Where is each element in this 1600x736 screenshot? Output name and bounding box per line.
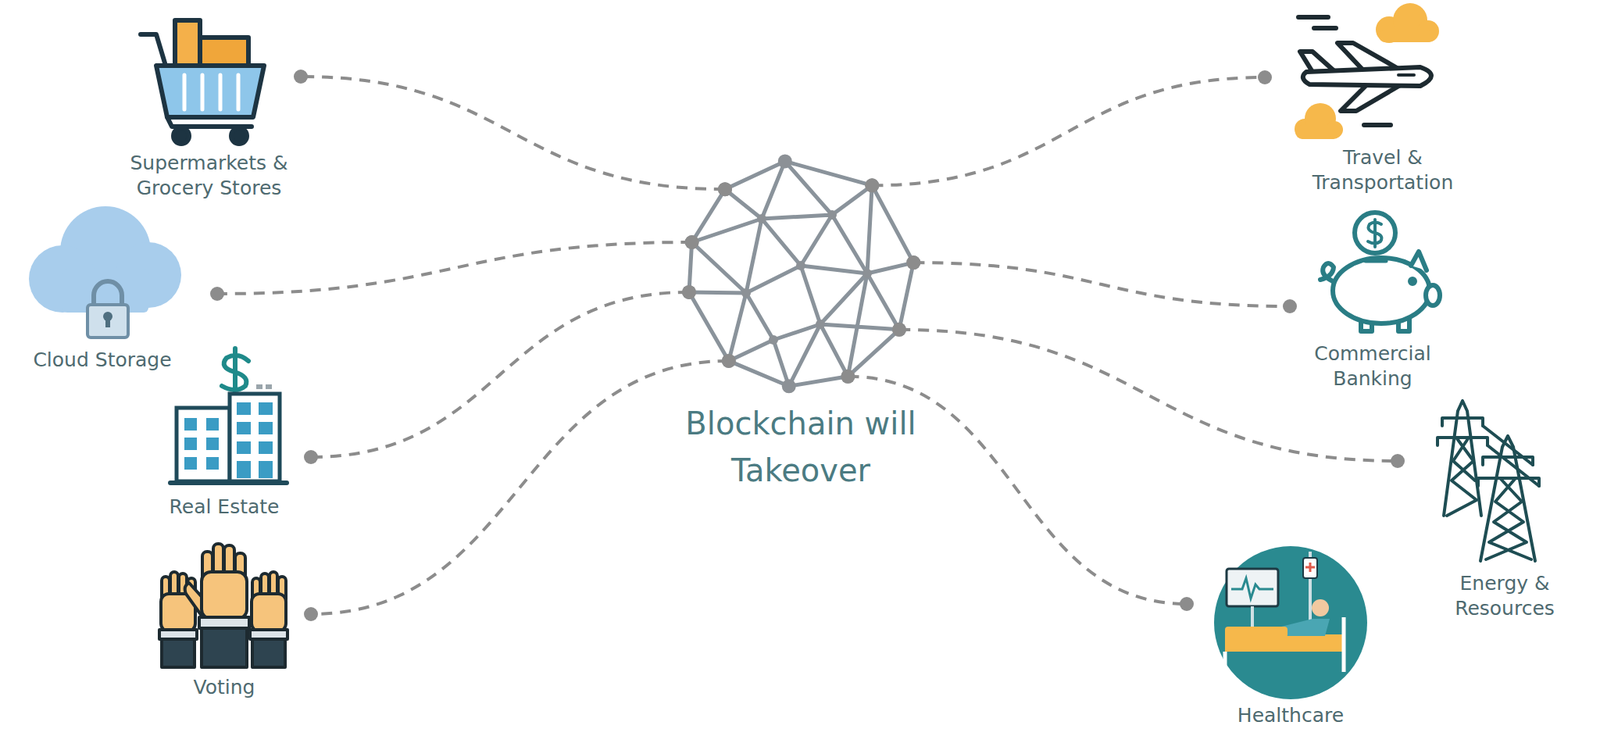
hub-title: Blockchain will Takeover	[667, 400, 934, 494]
endpoint-dot	[721, 353, 736, 368]
sector-node: Healthcare	[1186, 542, 1398, 733]
hub-node: Blockchain will Takeover	[683, 156, 918, 391]
sector-label: Supermarkets & Grocery Stores	[117, 150, 301, 201]
endpoint-dot	[1282, 299, 1297, 314]
airplane-icon	[1294, 3, 1440, 140]
endpoint-dot	[210, 286, 225, 301]
sector-label: Cloud Storage	[12, 347, 193, 373]
endpoint-dot	[1390, 453, 1405, 468]
endpoint-dot	[303, 607, 318, 622]
endpoint-dot	[303, 450, 318, 465]
sector-label: Energy & Resources	[1438, 571, 1572, 622]
endpoint-dot	[293, 69, 308, 84]
sector-label: Commercial Banking	[1294, 341, 1451, 392]
endpoint-dot	[682, 285, 697, 300]
endpoint-dot	[892, 322, 907, 337]
dashed-connector	[310, 292, 690, 458]
voting-hands-icon	[159, 543, 288, 668]
dashed-connector	[310, 360, 729, 615]
sector-node: Voting	[148, 537, 311, 705]
power-tower-icon	[1437, 400, 1540, 561]
sector-node: Cloud Storage	[11, 199, 218, 378]
endpoint-dot	[1257, 70, 1272, 85]
cloud-icon	[28, 206, 182, 338]
sector-label: Travel & Transportation	[1281, 145, 1485, 196]
endpoint-dot	[864, 178, 879, 193]
sector-node: Energy & Resources	[1397, 394, 1590, 626]
sector-node: Travel & Transportation	[1264, 11, 1500, 200]
endpoint-dot	[685, 235, 700, 250]
sector-node: Commercial Banking	[1289, 210, 1454, 397]
endpoint-dot	[840, 369, 855, 384]
sector-node: Real Estate	[148, 343, 311, 525]
healthcare-icon	[1214, 546, 1368, 700]
dashed-connector	[871, 77, 1265, 186]
sector-label: Healthcare	[1212, 703, 1369, 729]
cart-icon	[140, 20, 265, 144]
dashed-connector	[913, 262, 1290, 307]
sector-label: Voting	[150, 675, 299, 700]
dashed-connector	[300, 76, 725, 190]
endpoint-dot	[906, 255, 921, 270]
piggy-bank-icon	[1320, 212, 1440, 332]
endpoint-dot	[717, 182, 733, 197]
buildings-icon	[170, 348, 287, 483]
sector-node: Supermarkets & Grocery Stores	[117, 11, 301, 206]
dashed-connector	[217, 242, 693, 294]
sector-label: Real Estate	[150, 494, 299, 520]
endpoint-dot	[1179, 596, 1194, 611]
